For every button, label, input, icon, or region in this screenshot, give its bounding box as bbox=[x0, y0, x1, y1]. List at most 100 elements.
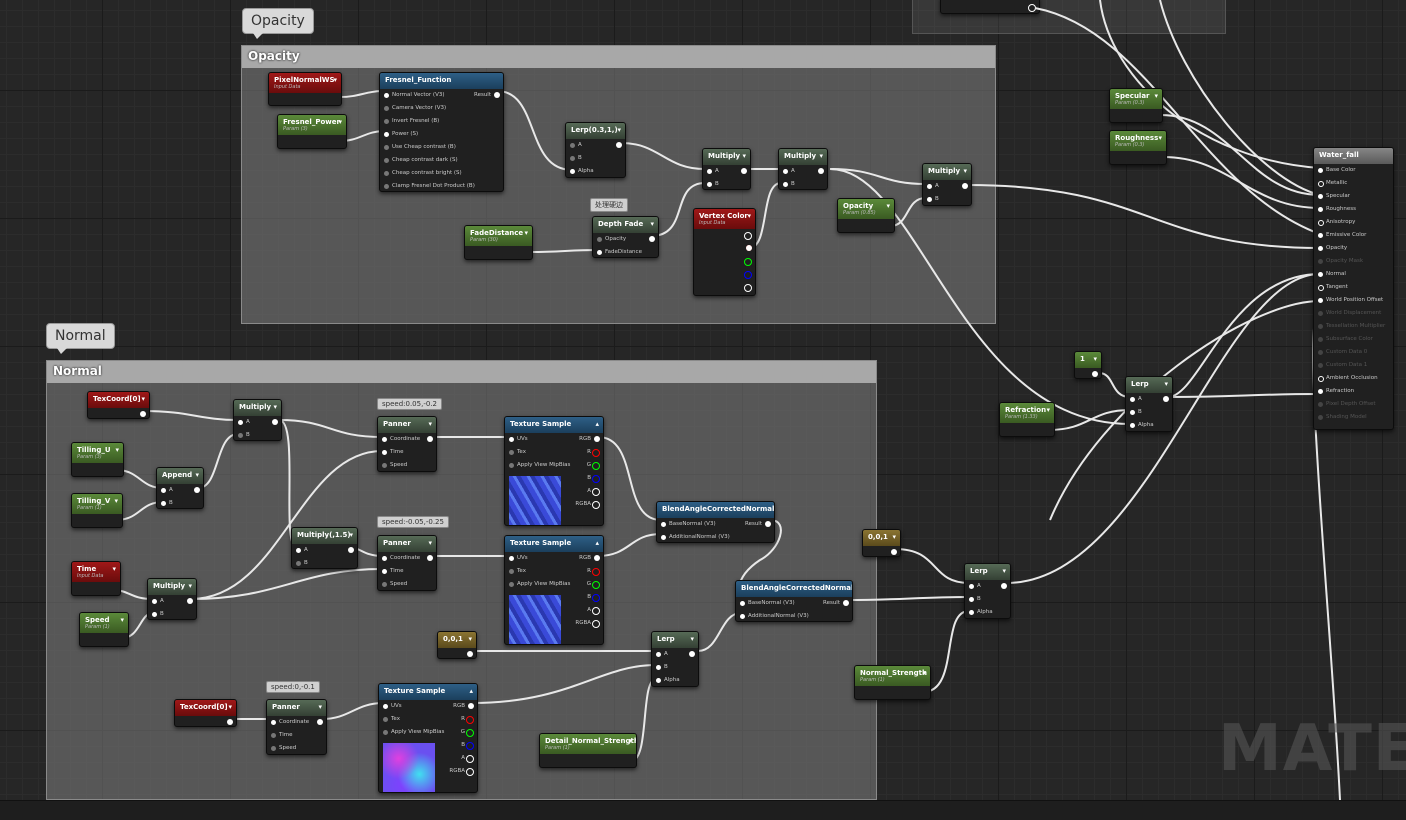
panner-node[interactable]: Panner▾ Coordinate Time Speed bbox=[266, 699, 327, 755]
lerp-refraction-node[interactable]: Lerp▾ A B Alpha bbox=[1125, 376, 1173, 432]
pixel-depth-offset-pin[interactable]: Pixel Depth Offset bbox=[1314, 398, 1393, 411]
constant-one-node[interactable]: 1▾ bbox=[1074, 351, 1102, 379]
chevron-down-icon[interactable]: ▾ bbox=[318, 703, 322, 711]
power-pin[interactable]: Power (S) bbox=[380, 128, 503, 141]
world-position-offset-pin[interactable]: World Position Offset bbox=[1314, 294, 1393, 307]
fade-distance-node[interactable]: FadeDistance▾Param (30) bbox=[464, 225, 533, 260]
opacity-pin[interactable]: Opacity bbox=[1314, 242, 1393, 255]
panner-speed-comment[interactable]: speed:0,-0.1 bbox=[266, 681, 320, 693]
shading-model-pin[interactable]: Shading Model bbox=[1314, 411, 1393, 424]
collapse-arrow-icon[interactable]: ▴ bbox=[595, 539, 599, 547]
chevron-down-icon[interactable]: ▾ bbox=[742, 152, 746, 160]
anisotropy-pin[interactable]: Anisotropy bbox=[1314, 216, 1393, 229]
refraction-pin[interactable]: Refraction bbox=[1314, 385, 1393, 398]
depth-fade-node[interactable]: Depth Fade▾ Opacity FadeDistance bbox=[592, 216, 659, 258]
chevron-down-icon[interactable]: ▾ bbox=[112, 565, 116, 573]
chevron-down-icon[interactable]: ▾ bbox=[1154, 92, 1158, 100]
constant-vector-node[interactable]: 0,0,1▾ bbox=[437, 631, 477, 659]
append-node[interactable]: Append▾ A B bbox=[156, 467, 204, 509]
chevron-down-icon[interactable]: ▾ bbox=[1158, 134, 1162, 142]
chevron-down-icon[interactable]: ▾ bbox=[1093, 355, 1097, 363]
custom-data-0-pin[interactable]: Custom Data 0 bbox=[1314, 346, 1393, 359]
roughness-param-node[interactable]: Roughness▾Param (0.3) bbox=[1109, 130, 1167, 165]
opacity-comment-box[interactable]: Opacity bbox=[241, 45, 996, 324]
tilling-u-param-node[interactable]: Tilling_U▾Param (3) bbox=[71, 442, 124, 477]
multiply-node[interactable]: Multiply▾ A B bbox=[778, 148, 828, 190]
panner-node[interactable]: Panner▾ Coordinate Time Speed bbox=[377, 416, 437, 472]
specular-pin[interactable]: Specular bbox=[1314, 190, 1393, 203]
normal-strength-param-node[interactable]: Normal_Strength▾Param (1) bbox=[854, 665, 931, 700]
normal-vector-pin[interactable]: Normal Vector (V3) bbox=[380, 89, 503, 102]
lerp-node[interactable]: Lerp▾ A B Alpha bbox=[651, 631, 699, 687]
water-fall-material-node[interactable]: Water_fall Base Color Metallic Specular … bbox=[1313, 147, 1394, 430]
panner-node[interactable]: Panner▾ Coordinate Time Speed bbox=[377, 535, 437, 591]
tangent-pin[interactable]: Tangent bbox=[1314, 281, 1393, 294]
result-pin[interactable]: Result bbox=[474, 89, 503, 102]
chevron-down-icon[interactable]: ▾ bbox=[1046, 406, 1050, 414]
panner-speed-comment[interactable]: speed:0.05,-0.2 bbox=[377, 398, 442, 410]
chevron-down-icon[interactable]: ▾ bbox=[690, 635, 694, 643]
custom-data-1-pin[interactable]: Custom Data 1 bbox=[1314, 359, 1393, 372]
chevron-down-icon[interactable]: ▾ bbox=[963, 167, 967, 175]
lerp-0-3-node[interactable]: Lerp(0.3,1,)▾ A B Alpha bbox=[565, 122, 626, 178]
multiply-node[interactable]: Multiply▾ A B bbox=[233, 399, 282, 441]
speed-param-node[interactable]: Speed▾Param (1) bbox=[79, 612, 129, 647]
ambient-occlusion-pin[interactable]: Ambient Occlusion bbox=[1314, 372, 1393, 385]
specular-param-node[interactable]: Specular▾Param (0.3) bbox=[1109, 88, 1163, 123]
chevron-down-icon[interactable]: ▾ bbox=[188, 582, 192, 590]
fresnel-function-node[interactable]: Fresnel_Function Result Normal Vector (V… bbox=[379, 72, 504, 192]
constant-vector-node[interactable]: 0,0,1▾ bbox=[862, 529, 901, 557]
tilling-v-param-node[interactable]: Tilling_V▾Param (1) bbox=[71, 493, 123, 528]
chevron-down-icon[interactable]: ▾ bbox=[338, 118, 342, 126]
chevron-down-icon[interactable]: ▾ bbox=[468, 635, 472, 643]
texture-sample-node[interactable]: Texture Sample▴ RGB R G B A RGBA UVs Tex… bbox=[378, 683, 478, 793]
invert-fresnel-pin[interactable]: Invert Fresnel (B) bbox=[380, 115, 503, 128]
lerp-node[interactable]: Lerp▾ A B Alpha bbox=[964, 563, 1011, 619]
multiply-node[interactable]: Multiply▾ A B bbox=[147, 578, 197, 620]
clamp-fresnel-pin[interactable]: Clamp Fresnel Dot Product (B) bbox=[380, 180, 503, 191]
chevron-down-icon[interactable]: ▾ bbox=[349, 531, 353, 539]
opacity-param-node[interactable]: Opacity▾Param (0.85) bbox=[837, 198, 895, 233]
chevron-down-icon[interactable]: ▾ bbox=[273, 403, 277, 411]
chevron-down-icon[interactable]: ▾ bbox=[747, 212, 751, 220]
normal-comment-bubble[interactable]: Normal bbox=[46, 323, 115, 354]
emissive-color-pin[interactable]: Emissive Color bbox=[1314, 229, 1393, 242]
chevron-down-icon[interactable]: ▾ bbox=[228, 703, 232, 711]
chevron-down-icon[interactable]: ▾ bbox=[650, 220, 654, 228]
texcoord-node[interactable]: TexCoord[0]▾ bbox=[87, 391, 150, 419]
detail-normal-texture-preview[interactable] bbox=[383, 743, 435, 792]
chevron-down-icon[interactable]: ▾ bbox=[115, 446, 119, 454]
multiply-node[interactable]: Multiply▾ A B bbox=[702, 148, 751, 190]
cheap-contrast-dark-pin[interactable]: Cheap contrast dark (S) bbox=[380, 154, 503, 167]
refraction-param-node[interactable]: Refraction▾Param (1.33) bbox=[999, 402, 1055, 437]
blend-angle-corrected-normals-node[interactable]: BlendAngleCorrectedNormals Result BaseNo… bbox=[735, 580, 853, 622]
detail-normal-strength-param-node[interactable]: Detail_Normal_Strength▾Param (1) bbox=[539, 733, 637, 768]
base-color-pin[interactable]: Base Color bbox=[1314, 164, 1393, 177]
normal-pin[interactable]: Normal bbox=[1314, 268, 1393, 281]
multiply-1-5-node[interactable]: Multiply(,1.5)▾ A B bbox=[291, 527, 358, 569]
camera-vector-pin[interactable]: Camera Vector (V3) bbox=[380, 102, 503, 115]
cheap-contrast-bright-pin[interactable]: Cheap contrast bright (S) bbox=[380, 167, 503, 180]
chevron-down-icon[interactable]: ▾ bbox=[819, 152, 823, 160]
chevron-down-icon[interactable]: ▾ bbox=[1164, 380, 1168, 388]
chevron-down-icon[interactable]: ▾ bbox=[617, 126, 621, 134]
chevron-down-icon[interactable]: ▾ bbox=[141, 395, 145, 403]
upper-node-stub[interactable] bbox=[940, 0, 1040, 14]
chevron-down-icon[interactable]: ▾ bbox=[1002, 567, 1006, 575]
blend-angle-corrected-normals-node[interactable]: BlendAngleCorrectedNormals Result BaseNo… bbox=[656, 501, 775, 543]
chevron-down-icon[interactable]: ▾ bbox=[195, 471, 199, 479]
texcoord-node[interactable]: TexCoord[0]▾ bbox=[174, 699, 237, 727]
vertex-color-node[interactable]: Vertex Color▾Input Data bbox=[693, 208, 756, 296]
world-displacement-pin[interactable]: World Displacement bbox=[1314, 307, 1393, 320]
opacity-comment-bubble[interactable]: Opacity bbox=[242, 8, 314, 39]
depth-fade-comment[interactable]: 处理硬边 bbox=[590, 198, 628, 212]
panner-speed-comment[interactable]: speed:-0.05,-0.25 bbox=[377, 516, 449, 528]
texture-sample-node[interactable]: Texture Sample▴ RGB R G B A RGBA UVs Tex… bbox=[504, 416, 604, 526]
collapse-arrow-icon[interactable]: ▴ bbox=[469, 687, 473, 695]
chevron-down-icon[interactable]: ▾ bbox=[114, 497, 118, 505]
roughness-pin[interactable]: Roughness bbox=[1314, 203, 1393, 216]
pixelnormalws-node[interactable]: PixelNormalWS▾Input Data bbox=[268, 72, 342, 106]
chevron-down-icon[interactable]: ▾ bbox=[922, 669, 926, 677]
chevron-down-icon[interactable]: ▾ bbox=[892, 533, 896, 541]
use-cheap-contrast-pin[interactable]: Use Cheap contrast (B) bbox=[380, 141, 503, 154]
